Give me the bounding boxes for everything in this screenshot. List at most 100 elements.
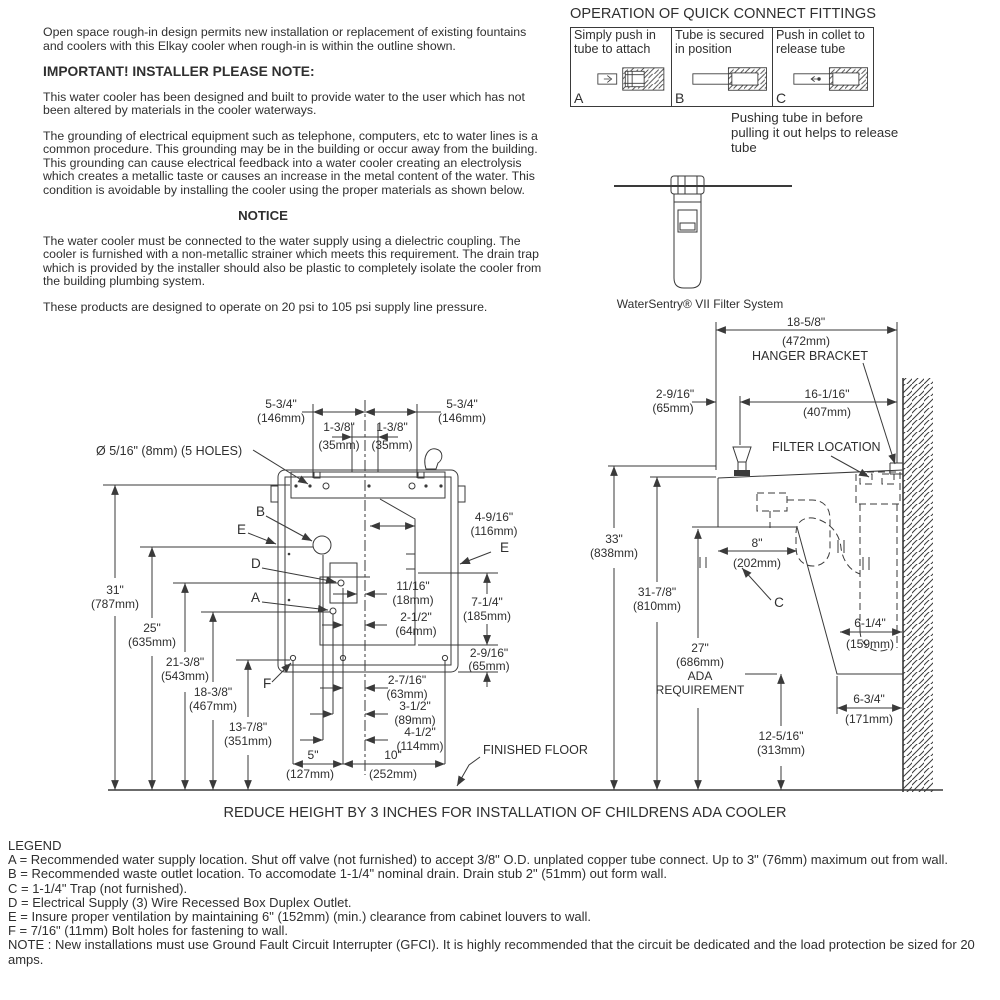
trap-piping-dashed (756, 471, 901, 652)
dim-27-req: REQUIREMENT (656, 683, 745, 697)
front-view (270, 400, 466, 775)
legend: LEGEND A = Recommended water supply loca… (8, 838, 995, 967)
dim-5-mm: (127mm) (286, 767, 334, 781)
mounting-holes (294, 482, 443, 490)
callout-D: D (251, 556, 261, 571)
dim-2-9-16-side-mm: (65mm) (652, 401, 693, 415)
important-paragraph: This water cooler has been designed and … (43, 89, 525, 117)
strip-notch-right (417, 471, 425, 479)
filter-location-label: FILTER LOCATION (772, 440, 881, 454)
dim-2-7-16-in: 2-7/16" (388, 673, 426, 687)
dim-11-16-in: 11/16" (396, 579, 429, 593)
dim-5-3-4-left-mm: (146mm) (257, 411, 305, 425)
dim-3-1-2-in: 3-1/2" (399, 699, 431, 713)
fitting-release-icon (793, 63, 871, 100)
notice-paragraph: The water cooler must be connected to th… (43, 233, 542, 288)
dim-21-3-8-in: 21-3/8" (166, 655, 204, 669)
front-top-dims: 5-3/4" (146mm) 5-3/4" (146mm) 1-3/8" (35… (96, 397, 486, 485)
front-right-dims: 4-9/16" (116mm) 11/16" (18mm) 2-1/2" (64… (286, 510, 518, 781)
waste-outlet-circle (312, 535, 332, 555)
front-left-dims: 31" (787mm) 25" (635mm) 21-3/8" (543mm) … (91, 484, 338, 790)
legend-item-e: E = Insure proper ventilation by maintai… (8, 909, 592, 925)
filter-system-figure (608, 168, 798, 301)
floor: FINISHED FLOOR REDUCE HEIGHT BY 3 INCHES… (108, 743, 943, 821)
dim-18-5-8-mm: (472mm) (782, 334, 830, 348)
quick-connect-note: Pushing tube in before pulling it out he… (731, 110, 899, 155)
dim-5-in: 5" (308, 748, 319, 762)
step-b-letter: B (675, 90, 685, 106)
dim-31-7-8-in: 31-7/8" (638, 585, 676, 599)
side-dims: 18-5/8" (472mm) HANGER BRACKET 2-9/16" (… (590, 315, 902, 790)
dim-33-in: 33" (605, 532, 623, 546)
step-c-caption: Push in collet to release tube (776, 28, 865, 56)
dim-31-7-8-mm: (810mm) (633, 599, 681, 613)
dim-1-3-8-right-in: 1-3/8" (376, 420, 408, 434)
dim-21-3-8-mm: (543mm) (161, 669, 209, 683)
dim-6-1-4-in: 6-1/4" (854, 616, 886, 630)
notice-heading: NOTICE (238, 208, 288, 223)
step-a-caption: Simply push in tube to attach (574, 28, 656, 56)
callout-E-right: E (500, 540, 509, 555)
dim-8-mm: (202mm) (733, 556, 781, 570)
dim-2-1-2-in: 2-1/2" (400, 610, 432, 624)
water-supply-hole (329, 607, 337, 615)
dim-3-1-2-mm: (89mm) (394, 713, 435, 727)
legend-item-b: B = Recommended waste outlet location. T… (8, 866, 667, 882)
callout-B: B (256, 504, 265, 519)
bubbler-icon (424, 448, 443, 470)
quick-connect-title: OPERATION OF QUICK CONNECT FITTINGS (570, 6, 876, 22)
legend-note: NOTE : New installations must use Ground… (8, 937, 975, 967)
legend-title: LEGEND (8, 838, 62, 853)
electrical-knockout (337, 579, 345, 587)
dim-2-9-16-mm: (65mm) (468, 659, 509, 673)
dim-18-3-8-mm: (467mm) (189, 699, 237, 713)
cabinet-inner-outline (284, 476, 452, 666)
holes-callout: Ø 5/16" (8mm) (5 HOLES) (96, 444, 242, 458)
step-a-letter: A (574, 90, 584, 106)
dim-4-9-16-in: 4-9/16" (475, 510, 513, 524)
dim-31-mm: (787mm) (91, 597, 139, 611)
dim-10-mm: (252mm) (369, 767, 417, 781)
dim-4-1-2-in: 4-1/2" (404, 725, 436, 739)
dim-1-3-8-left-mm: (35mm) (318, 438, 359, 452)
front-callouts: B E D A F E (237, 504, 509, 691)
installer-notes: Open space rough-in design permits new i… (43, 25, 548, 326)
dim-6-1-4-mm: (159mm) (846, 637, 894, 651)
hanger-strip (290, 471, 446, 499)
bolt-hole (289, 654, 297, 662)
hanger-bracket-label: HANGER BRACKET (752, 349, 868, 363)
quick-connect-step-a: Simply push in tube to attach A (571, 28, 672, 106)
dim-27-ada: ADA (688, 669, 713, 683)
legend-item-c: C = 1-1/4" Trap (not furnished). (8, 880, 188, 896)
wall-hatching (903, 378, 933, 792)
bolt-hole (441, 654, 449, 662)
filter-system-caption: WaterSentry® VII Filter System (616, 297, 784, 311)
cabinet-outline (277, 469, 459, 673)
quick-connect-panel: Simply push in tube to attach A Tube is … (570, 27, 874, 107)
dim-16-1-16-in: 16-1/16" (805, 387, 850, 401)
finished-floor-label: FINISHED FLOOR (483, 743, 588, 757)
dim-5-3-4-left-in: 5-3/4" (265, 397, 297, 411)
dim-7-1-4-mm: (185mm) (463, 609, 511, 623)
dim-25-mm: (635mm) (128, 635, 176, 649)
legend-item-d: D = Electrical Supply (3) Wire Recessed … (8, 894, 352, 910)
dim-7-1-4-in: 7-1/4" (471, 595, 503, 609)
dim-6-3-4-mm: (171mm) (845, 712, 893, 726)
dim-13-7-8-in: 13-7/8" (229, 720, 267, 734)
right-ear (457, 485, 466, 503)
callout-F: F (263, 676, 271, 691)
dim-5-3-4-right-mm: (146mm) (438, 411, 486, 425)
dim-27-in: 27" (691, 641, 709, 655)
pipe-unions (699, 540, 870, 570)
legend-item-a: A = Recommended water supply location. S… (8, 852, 949, 868)
step-b-caption: Tube is secured in position (675, 28, 765, 56)
dim-12-5-16-mm: (313mm) (757, 743, 805, 757)
dim-8-in: 8" (752, 536, 763, 550)
dim-4-1-2-mm: (114mm) (396, 739, 443, 753)
dim-1-3-8-left-in: 1-3/8" (323, 420, 355, 434)
quick-connect-step-c: Push in collet to release tube C (773, 28, 873, 106)
dim-2-1-2-mm: (64mm) (395, 624, 436, 638)
dim-4-9-16-mm: (116mm) (470, 524, 517, 538)
